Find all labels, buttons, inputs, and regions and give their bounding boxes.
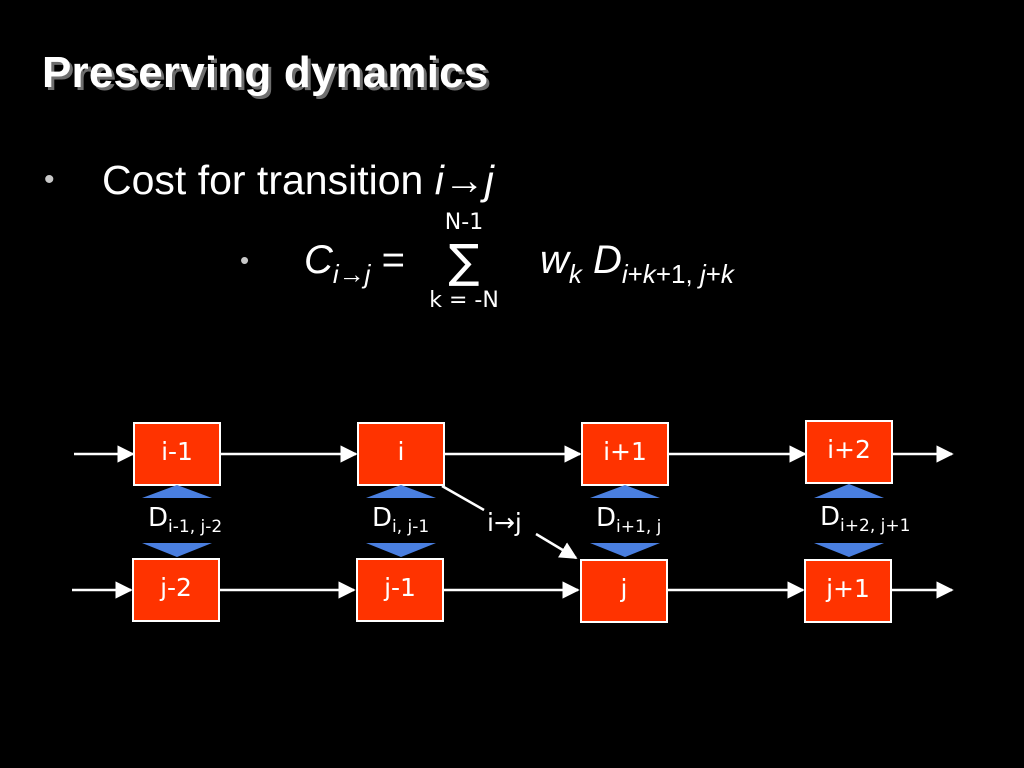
formula-d-sub: i+k+1, j+k xyxy=(622,259,734,289)
triangle-up-4 xyxy=(814,484,884,498)
triangle-up-1 xyxy=(142,485,212,498)
formula-equals: = xyxy=(370,238,405,282)
d-sub-rest: +1, xyxy=(655,259,700,289)
slide-title: Preserving dynamics xyxy=(42,48,489,97)
transition-label: i→j xyxy=(487,508,522,537)
arrow-transition-upper xyxy=(441,484,485,512)
sum-symbol: ∑ xyxy=(448,234,480,288)
d-sub-i: i xyxy=(621,259,628,289)
top-box-label-1: i-1 xyxy=(161,437,193,466)
sum-lower-limit: k = -N xyxy=(429,288,499,313)
distance-label-2: Di, j-1 xyxy=(372,503,429,537)
triangle-up-3 xyxy=(590,485,660,498)
formula-c-sub: i→j xyxy=(332,259,371,289)
distance-label-3: Di+1, j xyxy=(596,503,661,537)
distance-label-4-main: D xyxy=(820,502,841,532)
distance-label-4: Di+2, j+1 xyxy=(820,502,910,536)
triangle-down-3 xyxy=(590,543,660,557)
box-top-1 xyxy=(133,422,221,486)
distance-label-1-sub: i-1, j-2 xyxy=(168,517,223,537)
formula-rhs: wk Di+k+1, j+k xyxy=(540,236,734,298)
d-sub-plus2: + xyxy=(705,259,721,289)
triangle-up-2 xyxy=(366,485,436,498)
bottom-box-label-4: j+1 xyxy=(826,574,870,603)
formula-c: C xyxy=(304,238,333,282)
formula-lhs: Ci→j = xyxy=(304,236,405,298)
distance-label-3-main: D xyxy=(596,503,617,533)
bullet-text: Cost for transition i→j xyxy=(102,156,494,204)
top-box-label-2: i xyxy=(397,437,405,466)
arrow-transition-lower xyxy=(535,532,578,560)
box-bot-3 xyxy=(580,559,668,623)
formula-w-sub: k xyxy=(568,259,582,289)
box-top-3 xyxy=(581,422,669,486)
formula-w: w xyxy=(540,238,569,282)
triangle-down-1 xyxy=(142,543,212,557)
box-bot-4 xyxy=(804,559,892,623)
distance-label-2-main: D xyxy=(372,503,393,533)
box-top-2 xyxy=(357,422,445,486)
d-sub-k1: k xyxy=(642,259,656,289)
distance-label-4-sub: i+2, j+1 xyxy=(840,516,911,536)
summation: N-1 ∑ k = -N xyxy=(420,210,508,320)
d-sub-j: j xyxy=(699,259,706,289)
bottom-box-label-3: j xyxy=(620,574,628,603)
bullet-expr: i→j xyxy=(434,157,494,203)
bullet-prefix: Cost for transition xyxy=(102,157,435,203)
triangle-down-2 xyxy=(366,543,436,557)
distance-label-2-sub: i, j-1 xyxy=(392,517,430,537)
bottom-box-label-2: j-1 xyxy=(384,573,416,602)
box-top-4 xyxy=(805,420,893,484)
bottom-box-label-1: j-2 xyxy=(160,573,192,602)
sum-upper-limit: N-1 xyxy=(444,210,484,235)
bullet-dot-icon: • xyxy=(44,163,55,196)
top-box-label-4: i+2 xyxy=(827,435,871,464)
distance-label-1: Di-1, j-2 xyxy=(148,503,222,537)
top-box-label-3: i+1 xyxy=(603,437,647,466)
distance-label-3-sub: i+1, j xyxy=(616,517,662,537)
box-bot-2 xyxy=(356,558,444,622)
distance-label-1-main: D xyxy=(148,503,169,533)
sub-bullet-dot-icon: • xyxy=(240,245,250,275)
triangle-down-4 xyxy=(814,543,884,557)
box-bot-1 xyxy=(132,558,220,622)
d-sub-plus1: + xyxy=(627,259,643,289)
formula-d: D xyxy=(581,238,622,282)
d-sub-k2: k xyxy=(720,259,734,289)
